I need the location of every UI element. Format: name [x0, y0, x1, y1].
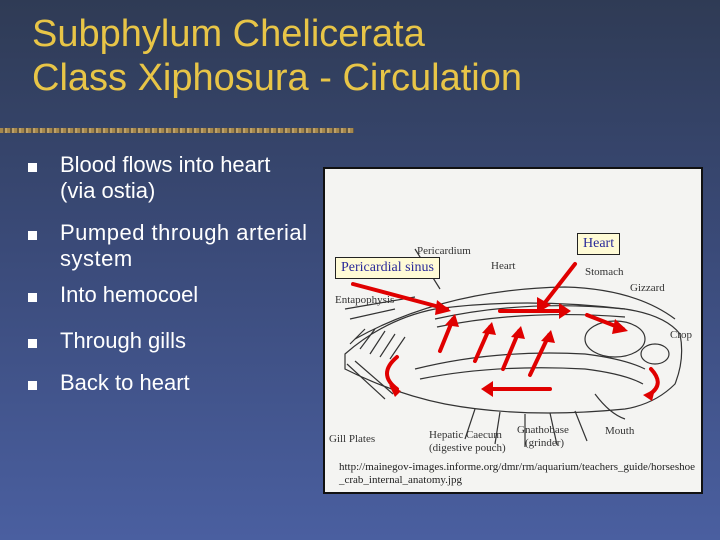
bullet-text: Back to heart — [60, 370, 190, 395]
label-gnathobase: Gnathobase — [517, 424, 569, 436]
bullet-text: Into hemocoel — [60, 282, 199, 307]
label-crop: Crop — [670, 329, 692, 341]
square-bullet-icon — [28, 163, 37, 172]
label-stomach: Stomach — [585, 266, 624, 278]
title-line-2: Class Xiphosura - Circulation — [32, 57, 522, 99]
label-heart: Heart — [491, 260, 516, 272]
bullet-text: Blood flows into heart (via ostia) — [60, 152, 271, 203]
anatomy-figure: Pericardium Heart Stomach Gizzard Entapo… — [323, 167, 703, 494]
label-gill-plates: Gill Plates — [329, 433, 376, 445]
source-url: http://mainegov-images.informe.org/dmr/r… — [339, 461, 695, 486]
slide-title: Subphylum Chelicerata Class Xiphosura - … — [32, 12, 692, 100]
square-bullet-icon — [28, 231, 37, 240]
callout-pericardial-sinus: Pericardial sinus — [335, 257, 440, 279]
label-gizzard: Gizzard — [630, 282, 665, 294]
square-bullet-icon — [28, 381, 37, 390]
bullet-text: Through gills — [60, 328, 186, 353]
title-divider — [0, 128, 354, 133]
crab-anatomy-drawing — [344, 248, 683, 447]
square-bullet-icon — [28, 339, 37, 348]
label-digestive-pouch: (digestive pouch) — [429, 442, 506, 454]
bullet-text: Pumped through arterial system — [60, 220, 308, 271]
label-entapophysis: Entapophysis — [335, 294, 395, 306]
square-bullet-icon — [28, 293, 37, 302]
label-hepatic-caecum: Hepatic Caecum — [429, 429, 502, 441]
label-grinder: (grinder) — [525, 437, 565, 449]
label-mouth: Mouth — [605, 425, 635, 437]
label-pericardium: Pericardium — [417, 245, 471, 257]
title-line-1: Subphylum Chelicerata — [32, 13, 425, 55]
callout-heart: Heart — [577, 233, 621, 255]
